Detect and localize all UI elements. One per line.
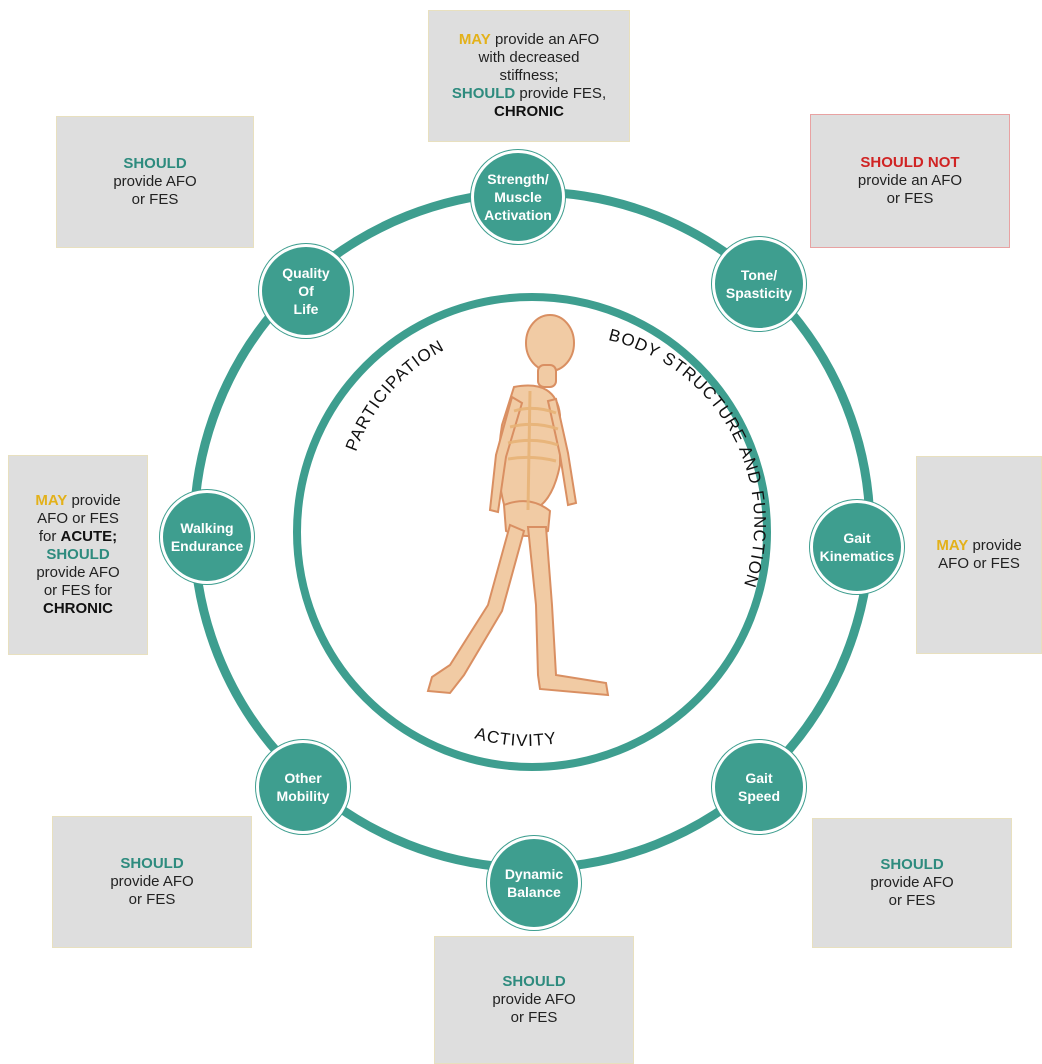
inner-ring (293, 293, 771, 771)
box-line: or FES (128, 891, 176, 908)
walking-skeleton-figure (426, 314, 610, 697)
box-line: MAY provide (35, 492, 120, 510)
box-other-mobility-recommendation: SHOULD provide AFO or FES (52, 816, 252, 948)
box-line: provide AFO (113, 173, 197, 190)
box-line: MAY provide an AFO (459, 31, 599, 49)
box-line: or FES (510, 1009, 558, 1026)
box-dynamic-balance-recommendation: SHOULD provide AFO or FES (434, 936, 634, 1064)
box-line: stiffness; (499, 67, 559, 84)
box-line: AFO or FES (938, 555, 1020, 572)
box-line: or FES (131, 191, 179, 208)
box-line: provide AFO (110, 873, 194, 890)
node-label-line: Quality (282, 265, 330, 281)
box-line: provide AFO (36, 564, 120, 581)
node-label-line: Mobility (276, 788, 330, 804)
box-strength-recommendation: MAY provide an AFO with decreased stiffn… (428, 10, 630, 142)
node-label-line: Speed (737, 788, 780, 804)
box-line: AFO or FES (37, 510, 119, 527)
should-label: SHOULD (120, 855, 184, 872)
box-text: provide FES, (515, 85, 607, 102)
node-label-line: Other (284, 770, 322, 786)
should-label: SHOULD (451, 85, 516, 102)
chronic-label: CHRONIC (494, 103, 564, 120)
node-label-line: Dynamic (504, 866, 564, 882)
body-structure-label: BODY STRUCTURE AND FUNCTION (607, 325, 769, 590)
node-label-line: Spasticity (725, 285, 793, 301)
may-label: MAY (936, 537, 969, 554)
should-label: SHOULD (123, 155, 187, 172)
should-label: SHOULD (880, 856, 944, 873)
acute-label: ACUTE; (60, 528, 118, 545)
node-label-line: Tone/ (740, 267, 778, 283)
box-text: for (38, 528, 61, 545)
node-label-line: Walking (180, 520, 234, 536)
box-gait-speed-recommendation: SHOULD provide AFO or FES (812, 818, 1012, 948)
node-label-line: Strength/ (487, 171, 549, 187)
node-label-line: Life (293, 301, 319, 317)
box-line: or FES (886, 190, 934, 207)
should-label: SHOULD (502, 973, 566, 990)
box-line: provide AFO (492, 991, 576, 1008)
box-line: or FES for (43, 582, 113, 599)
box-walking-endurance-recommendation: MAY provide AFO or FES for ACUTE; SHOULD… (8, 455, 148, 655)
node-tone-spasticity: Tone/Spasticity (712, 237, 806, 331)
box-line: provide an AFO (857, 172, 963, 189)
box-line: with decreased (478, 49, 580, 66)
box-line: MAY provide (936, 537, 1021, 555)
box-text: provide an AFO (490, 31, 600, 48)
node-label-line: Muscle (494, 189, 542, 205)
should-not-label: SHOULD NOT (860, 154, 960, 171)
may-label: MAY (458, 31, 491, 48)
should-label: SHOULD (46, 546, 110, 563)
box-tone-recommendation: SHOULD NOT provide an AFO or FES (810, 114, 1010, 248)
node-label-line: Gait (843, 530, 871, 546)
chronic-label: CHRONIC (43, 600, 113, 617)
node-label-line: Kinematics (819, 548, 895, 564)
node-label-line: Gait (745, 770, 773, 786)
box-line: provide AFO (870, 874, 954, 891)
box-line: SHOULD provide FES, (452, 85, 606, 103)
box-quality-of-life-recommendation: SHOULD provide AFO or FES (56, 116, 254, 248)
node-label-line: Of (298, 283, 314, 299)
box-gait-kinematics-recommendation: MAY provide AFO or FES (916, 456, 1042, 654)
may-label: MAY (35, 492, 68, 509)
node-label-line: Endurance (170, 538, 244, 554)
box-text: provide (968, 537, 1022, 554)
node-label-line: Activation (484, 207, 552, 223)
activity-label: ACTIVITY (473, 724, 558, 750)
box-text: provide (67, 492, 121, 509)
box-line: or FES (888, 892, 936, 909)
node-label-line: Balance (507, 884, 561, 900)
box-line: for ACUTE; (39, 528, 117, 546)
